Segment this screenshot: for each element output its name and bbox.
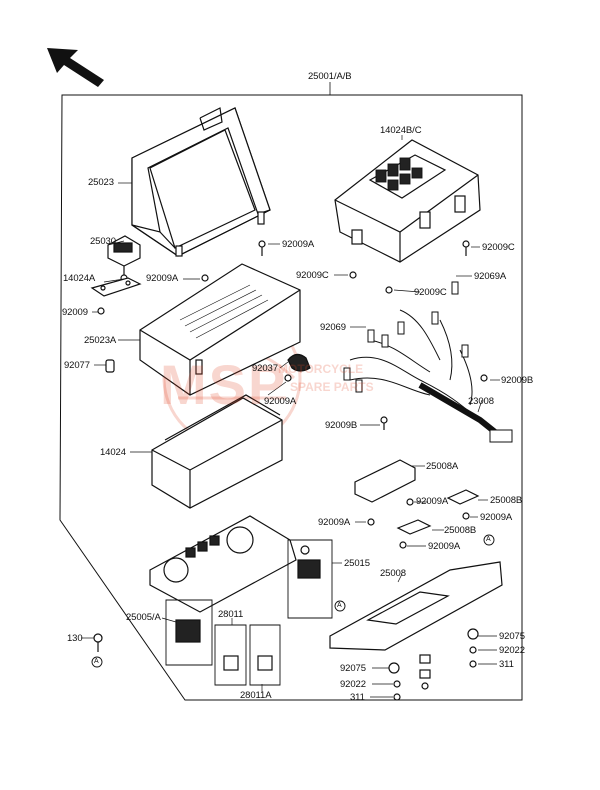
front-direction-arrow — [47, 48, 104, 87]
label-92009: 92009 — [62, 307, 88, 318]
bracket-25008a — [354, 459, 416, 503]
label-25030: 25030 — [90, 236, 116, 247]
label-92009a-6: 92009A — [480, 512, 513, 523]
label-25023: 25023 — [88, 177, 114, 188]
label-25001: 25001/A/B — [308, 71, 352, 82]
label-92009b-2: 92009B — [325, 420, 358, 431]
reference-letter-a-3: A — [486, 536, 491, 543]
watermark-subtext-1: MOTORCYCLE — [278, 362, 364, 376]
clamp-92037 — [287, 353, 311, 372]
label-92009b-1: 92009B — [501, 375, 534, 386]
label-92069: 92069 — [320, 322, 346, 333]
assembly-28011 — [214, 624, 281, 686]
label-92009c-2: 92009C — [296, 270, 329, 281]
reference-letter-a-2: A — [337, 602, 342, 609]
assembly-25015 — [287, 539, 333, 619]
label-92009c-3: 92009C — [414, 287, 447, 298]
watermark-subtext-2: SPARE PARTS — [290, 380, 374, 394]
label-23008: 23008 — [468, 396, 494, 407]
housing-25023 — [131, 107, 271, 257]
label-311-2: 311 — [350, 692, 365, 703]
label-25005a: 25005/A — [126, 612, 161, 623]
wire-harness-23008 — [343, 281, 513, 443]
label-25023a: 25023A — [84, 335, 117, 346]
watermark-text: MSP — [160, 353, 288, 416]
label-92069a: 92069A — [474, 271, 507, 282]
label-25008b-2: 25008B — [444, 525, 477, 536]
reference-circles — [91, 534, 495, 668]
label-92009a-1: 92009A — [282, 239, 315, 250]
label-92009a-5: 92009A — [318, 517, 351, 528]
label-92009a-7: 92009A — [428, 541, 461, 552]
label-25008a: 25008A — [426, 461, 459, 472]
label-14024: 14024 — [100, 447, 126, 458]
label-25015: 25015 — [344, 558, 370, 569]
label-14024bc: 14024B/C — [380, 125, 422, 136]
bracket-14024a — [90, 277, 142, 297]
leader-lines — [81, 135, 500, 698]
label-92009a-3: 92009A — [264, 396, 297, 407]
label-92037: 92037 — [252, 363, 278, 374]
label-28011a: 28011A — [240, 690, 272, 701]
label-28011: 28011 — [218, 609, 244, 620]
label-25008b: 25008B — [490, 495, 523, 506]
label-130: 130 — [67, 633, 83, 644]
label-92075-1: 92075 — [499, 631, 525, 642]
label-92009a-2: 92009A — [146, 273, 179, 284]
plate-25008b — [446, 489, 480, 505]
case-14024bc — [334, 139, 481, 263]
bolts — [93, 240, 488, 701]
label-92075-2: 92075 — [340, 663, 366, 674]
reference-letter-a-1: A — [94, 658, 99, 665]
instrument-panel — [149, 515, 297, 613]
assembly-25005a — [165, 599, 213, 666]
base-plate-25008 — [329, 561, 503, 651]
cover-14024 — [151, 394, 283, 509]
label-25008: 25008 — [380, 568, 406, 579]
unit-25030 — [107, 235, 141, 282]
grommet-92077 — [105, 359, 115, 373]
assembly-boundary — [59, 94, 523, 701]
label-92022-2: 92022 — [340, 679, 366, 690]
label-92009a-4: 92009A — [416, 496, 449, 507]
label-92077: 92077 — [64, 360, 90, 371]
label-92009c-1: 92009C — [482, 242, 515, 253]
label-14024a: 14024A — [63, 273, 96, 284]
cover-25023a — [139, 263, 301, 396]
label-92022-1: 92022 — [499, 645, 525, 656]
label-311-1: 311 — [499, 659, 514, 670]
plate-25008b-2 — [396, 519, 432, 535]
